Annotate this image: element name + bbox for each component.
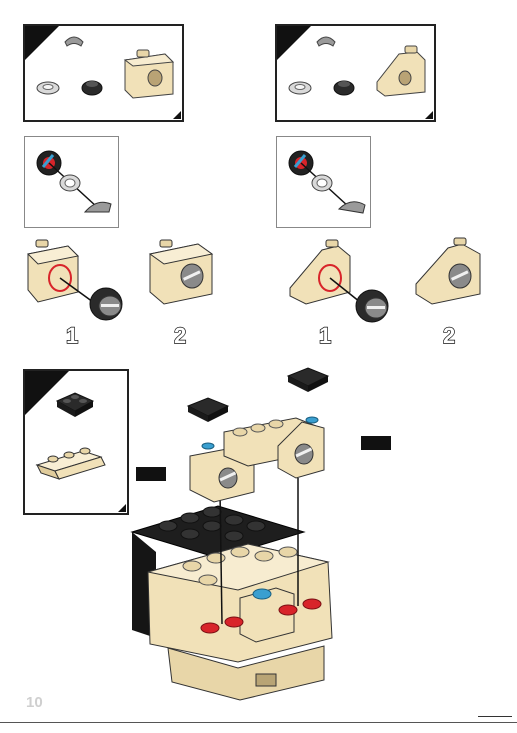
round-washer-icon — [37, 82, 59, 94]
step-number: 1 — [66, 323, 78, 349]
callout-tag — [136, 467, 166, 481]
parts-panel-left — [23, 24, 184, 122]
tan-brick-hole-icon — [125, 50, 173, 98]
subassembly-panel-left — [24, 136, 119, 228]
step-number: 1 — [319, 323, 331, 349]
parts-panel-right — [275, 24, 436, 122]
parts-illustration — [25, 371, 131, 517]
round-washer-icon — [289, 82, 311, 94]
parts-illustration — [277, 26, 438, 124]
subassembly-illustration — [277, 137, 372, 229]
step-right-1-illustration — [288, 232, 398, 327]
subassembly-illustration — [25, 137, 120, 229]
callout-tag — [361, 436, 391, 450]
half-round-piece-icon — [317, 37, 335, 46]
step-right-2-illustration — [414, 236, 494, 311]
parts-panel-bottom — [23, 369, 129, 515]
step-number: 2 — [174, 323, 186, 349]
step-left-2-illustration — [146, 236, 226, 311]
parts-illustration — [25, 26, 186, 124]
footer-rule — [0, 722, 517, 723]
black-plate-icon — [57, 393, 93, 417]
subassembly-panel-right — [276, 136, 371, 228]
main-assembly-illustration — [128, 362, 428, 702]
step-left-1-illustration — [24, 232, 134, 327]
round-stud-icon — [82, 81, 102, 95]
tan-inverted-slope-icon — [37, 448, 105, 479]
tan-slope-brick-icon — [377, 46, 425, 96]
round-stud-icon — [334, 81, 354, 95]
footer-rule — [478, 716, 512, 717]
half-round-piece-icon — [65, 37, 83, 46]
page-number: 10 — [26, 694, 43, 711]
step-number: 2 — [443, 323, 455, 349]
